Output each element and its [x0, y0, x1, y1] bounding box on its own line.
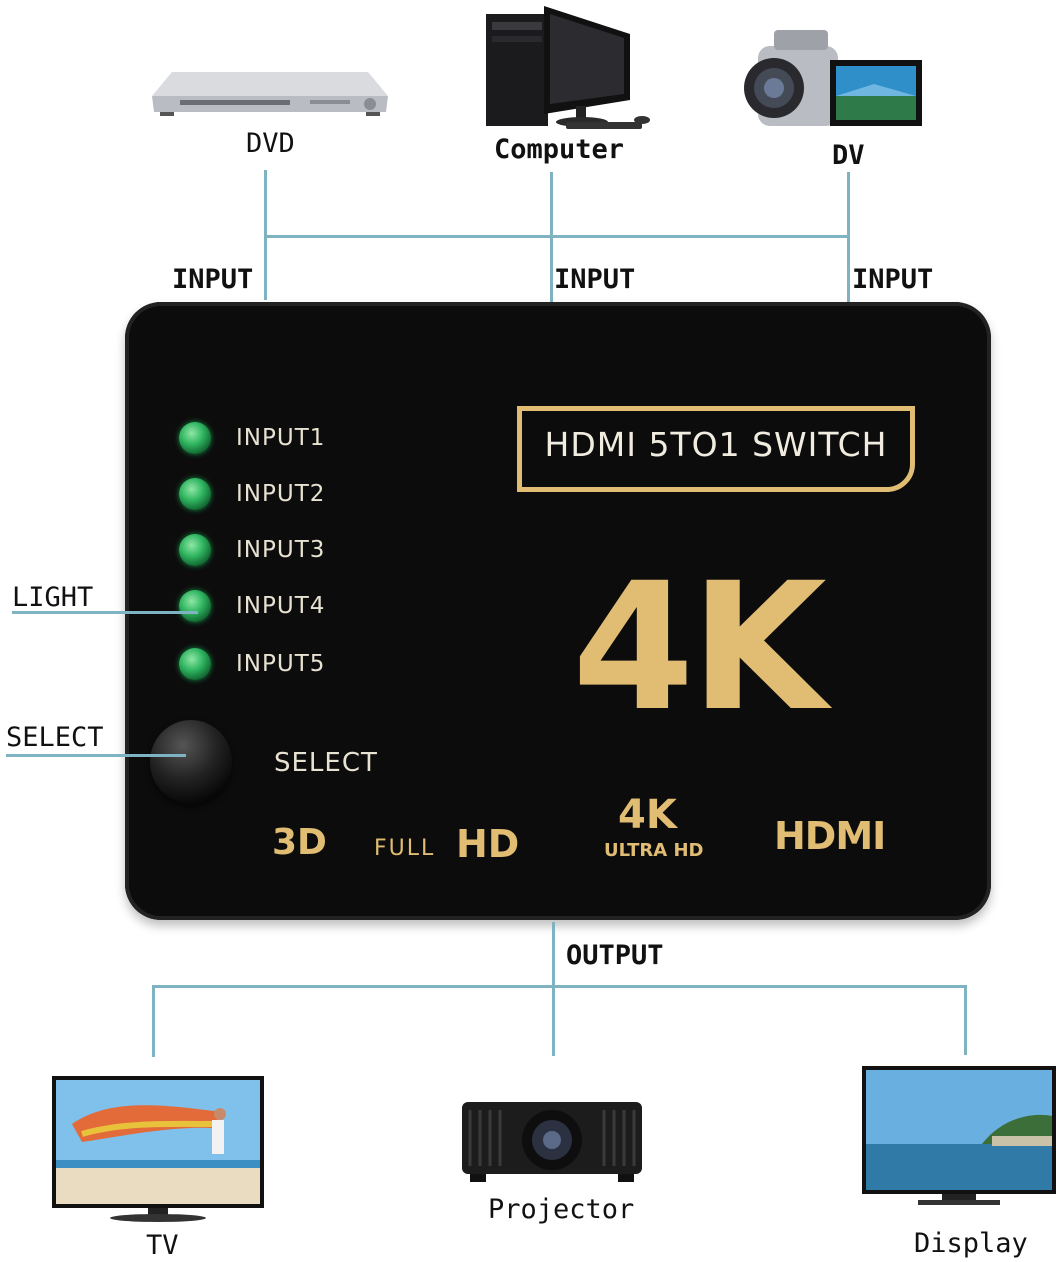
display-label: Display [914, 1228, 1028, 1259]
switch-title: HDMI 5TO1 SWITCH [544, 425, 888, 464]
led-input1-icon [179, 422, 211, 454]
big-4k-label: 4K [572, 545, 827, 750]
tv-label: TV [146, 1230, 179, 1261]
connector-line-output-horizontal [152, 985, 967, 988]
led-label-input2: INPUT2 [236, 481, 326, 507]
display-image [862, 1066, 1056, 1208]
select-button-label: SELECT [274, 748, 378, 778]
select-callout-line [6, 754, 186, 757]
badge-full: FULL [374, 836, 436, 861]
tv-image [52, 1076, 264, 1222]
dvd-player-image [150, 64, 390, 120]
led-label-input5: INPUT5 [236, 651, 326, 677]
computer-label: Computer [494, 134, 625, 165]
led-input5-icon [179, 648, 211, 680]
badge-3d: 3D [272, 822, 327, 863]
badge-hd: HD [456, 822, 520, 866]
input-label-2: INPUT [554, 264, 636, 295]
switch-title-frame: HDMI 5TO1 SWITCH [517, 406, 915, 492]
connector-line-input-horizontal [264, 235, 850, 238]
light-callout-label: LIGHT [12, 582, 94, 613]
badge-hdmi-logo: HDMI [774, 814, 886, 858]
computer-image [484, 4, 654, 132]
led-label-input1: INPUT1 [236, 425, 326, 451]
connector-line-tv-vertical [152, 985, 155, 1057]
badge-4k: 4K [618, 792, 677, 838]
badge-ultra-hd: ULTRA HD [604, 840, 704, 861]
led-label-input3: INPUT3 [236, 537, 326, 563]
led-input2-icon [179, 478, 211, 510]
led-input4-icon [179, 590, 211, 622]
select-callout-label: SELECT [6, 722, 104, 753]
output-label: OUTPUT [566, 940, 664, 971]
led-label-input4: INPUT4 [236, 593, 326, 619]
light-callout-line [12, 611, 198, 614]
projector-label: Projector [488, 1194, 635, 1225]
connector-line-display-vertical [964, 985, 967, 1055]
select-button[interactable] [150, 720, 232, 804]
led-input3-icon [179, 534, 211, 566]
hdmi-switch-box [125, 302, 991, 920]
dvd-label: DVD [246, 128, 295, 159]
projector-image [458, 1100, 646, 1186]
dv-label: DV [832, 140, 865, 171]
input-label-1: INPUT [172, 264, 254, 295]
input-label-3: INPUT [852, 264, 934, 295]
camcorder-image [744, 26, 926, 132]
connector-line-output-vertical [552, 922, 555, 1056]
